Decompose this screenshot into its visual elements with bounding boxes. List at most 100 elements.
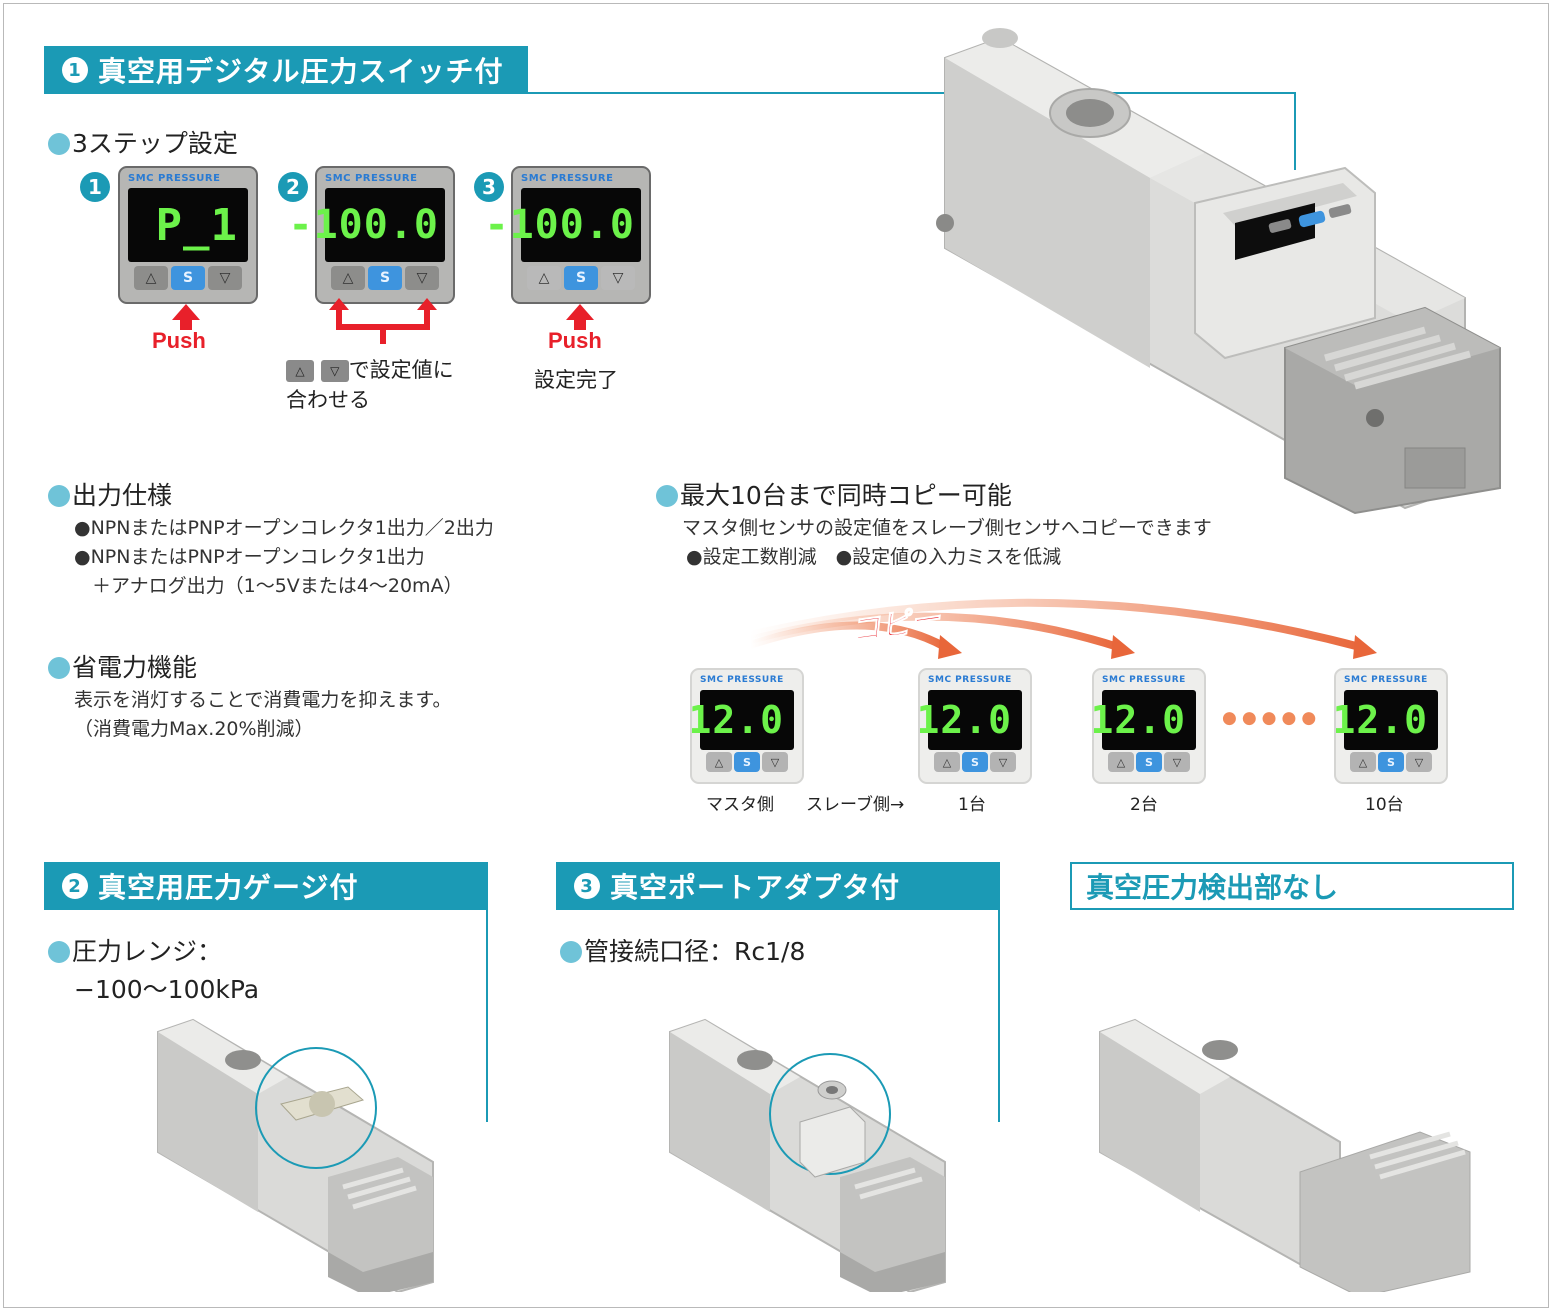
- slave-sensor-10: SMC PRESSURE 12.0 △S▽: [1332, 668, 1448, 784]
- up-arrow-icon: [329, 298, 349, 310]
- step3-sensor: SMC PRESSURE -100.0 △ S ▽: [485, 166, 651, 304]
- digital-switch-ejector-image: [936, 28, 1501, 515]
- gauge-ejector-image: [157, 1018, 434, 1292]
- section2-header: 2 真空用圧力ゲージ付: [44, 862, 488, 910]
- bullet-dot: [560, 941, 582, 963]
- up-button[interactable]: △: [706, 752, 732, 772]
- up-button[interactable]: △: [134, 266, 168, 290]
- gauge-range: −100～100kPa: [74, 975, 260, 1004]
- sensor-brand: SMC PRESSURE: [521, 173, 614, 184]
- copy-arrows: [748, 598, 1377, 659]
- section4-title: 真空圧力検出部なし: [1086, 871, 1339, 904]
- step2-sensor: SMC PRESSURE -100.0 △ S ▽: [289, 166, 455, 304]
- adapter-ejector-image: [669, 1018, 946, 1292]
- sensor-display: -100.0: [485, 188, 641, 262]
- mini-up-key-icon: △: [286, 360, 314, 382]
- copy-line1: マスタ側センサの設定値をスレーブ側センサへコピーできます: [682, 517, 1212, 539]
- output-heading: 出力仕様: [48, 476, 172, 512]
- bullet-dot: [48, 941, 70, 963]
- push-arrow-icon: [172, 304, 200, 320]
- bullet-dot: [48, 133, 70, 155]
- set-button[interactable]: S: [1378, 752, 1404, 772]
- sensor-display: 12.0: [688, 690, 794, 750]
- bullet-dot: [48, 657, 70, 679]
- up-button[interactable]: △: [1108, 752, 1134, 772]
- steps-heading: 3ステップ設定: [48, 124, 238, 160]
- section1-rule: [44, 92, 1296, 94]
- sensor-brand: SMC PRESSURE: [1102, 675, 1186, 685]
- output-line3: ＋アナログ出力（1～5Vまたは4～20mA）: [92, 575, 463, 597]
- section3-number: 3: [574, 873, 600, 899]
- down-button[interactable]: ▽: [1406, 752, 1432, 772]
- sensor-display: P_1: [128, 188, 248, 262]
- power-heading: 省電力機能: [48, 648, 197, 684]
- section1-callout-line: [1294, 92, 1296, 170]
- up-button[interactable]: △: [331, 266, 365, 290]
- step3-push-label: Push: [548, 328, 602, 353]
- label-2-units: 2台: [1130, 795, 1158, 815]
- push-arrow-stem: [180, 318, 192, 330]
- down-button[interactable]: ▽: [405, 266, 439, 290]
- copy-line2: ●設定工数削減 ●設定値の入力ミスを低減: [686, 546, 1062, 568]
- up-button[interactable]: △: [527, 266, 561, 290]
- output-line2: ●NPNまたはPNPオープンコレクタ1出力: [74, 546, 425, 568]
- step1-push-label: Push: [152, 328, 206, 353]
- section1-title: 真空用デジタル圧力スイッチ付: [98, 55, 504, 88]
- copy-heading: 最大10台まで同時コピー可能: [656, 476, 1012, 512]
- bracket-stem: [380, 324, 386, 344]
- section3-callout-line: [998, 862, 1000, 1122]
- bullet-dot: [48, 485, 70, 507]
- up-button[interactable]: △: [1350, 752, 1376, 772]
- power-line2: （消費電力Max.20%削減）: [74, 718, 314, 740]
- sensor-display: 12.0: [916, 690, 1022, 750]
- step3-complete-label: 設定完了: [534, 368, 618, 392]
- gauge-heading: 圧力レンジ：: [48, 932, 222, 968]
- set-button[interactable]: S: [368, 266, 402, 290]
- push-arrow-stem: [574, 318, 586, 330]
- label-slave: スレーブ側→: [806, 795, 905, 815]
- set-button[interactable]: S: [734, 752, 760, 772]
- down-button[interactable]: ▽: [1164, 752, 1190, 772]
- sensor-display: -100.0: [289, 188, 445, 262]
- step3-number: 3: [474, 172, 504, 202]
- ellipsis-dots: ●●●●●: [1222, 708, 1322, 728]
- sensor-brand: SMC PRESSURE: [1344, 675, 1428, 685]
- down-button[interactable]: ▽: [601, 266, 635, 290]
- no-sensor-ejector-image: [1099, 1018, 1471, 1292]
- slave-sensor-2: SMC PRESSURE 12.0 △S▽: [1090, 668, 1206, 784]
- section1-number: 1: [62, 57, 88, 83]
- sensor-display: 12.0: [1090, 690, 1196, 750]
- down-button[interactable]: ▽: [762, 752, 788, 772]
- section2-callout-line: [486, 862, 488, 1122]
- set-button[interactable]: S: [1136, 752, 1162, 772]
- section3-title: 真空ポートアダプタ付: [610, 871, 901, 904]
- slave-sensor-1: SMC PRESSURE 12.0 △S▽: [916, 668, 1032, 784]
- output-line1: ●NPNまたはPNPオープンコレクタ1出力／2出力: [74, 517, 494, 539]
- master-sensor: SMC PRESSURE 12.0 △S▽: [688, 668, 804, 784]
- label-master: マスタ側: [706, 795, 774, 815]
- set-button[interactable]: S: [962, 752, 988, 772]
- step2-number: 2: [278, 172, 308, 202]
- section4-header: 真空圧力検出部なし: [1070, 862, 1514, 910]
- section2-number: 2: [62, 873, 88, 899]
- adjust-caption-line2: 合わせる: [286, 388, 370, 412]
- down-button[interactable]: ▽: [208, 266, 242, 290]
- bullet-dot: [656, 485, 678, 507]
- push-arrow-icon: [566, 304, 594, 320]
- sensor-display: 12.0: [1332, 690, 1438, 750]
- bracket-right: [424, 310, 430, 328]
- sensor-brand: SMC PRESSURE: [928, 675, 1012, 685]
- sensor-brand: SMC PRESSURE: [325, 173, 418, 184]
- adjust-caption-line1: △ ▽で設定値に: [286, 354, 454, 384]
- bracket-left: [336, 310, 342, 328]
- page-frame: [3, 3, 1549, 1308]
- label-10-units: 10台: [1365, 795, 1404, 815]
- up-button[interactable]: △: [934, 752, 960, 772]
- section3-header: 3 真空ポートアダプタ付: [556, 862, 1000, 910]
- sensor-brand: SMC PRESSURE: [700, 675, 784, 685]
- set-button[interactable]: S: [564, 266, 598, 290]
- down-button[interactable]: ▽: [990, 752, 1016, 772]
- set-button[interactable]: S: [171, 266, 205, 290]
- down-arrow-icon: [417, 298, 437, 310]
- section2-title: 真空用圧力ゲージ付: [98, 871, 359, 904]
